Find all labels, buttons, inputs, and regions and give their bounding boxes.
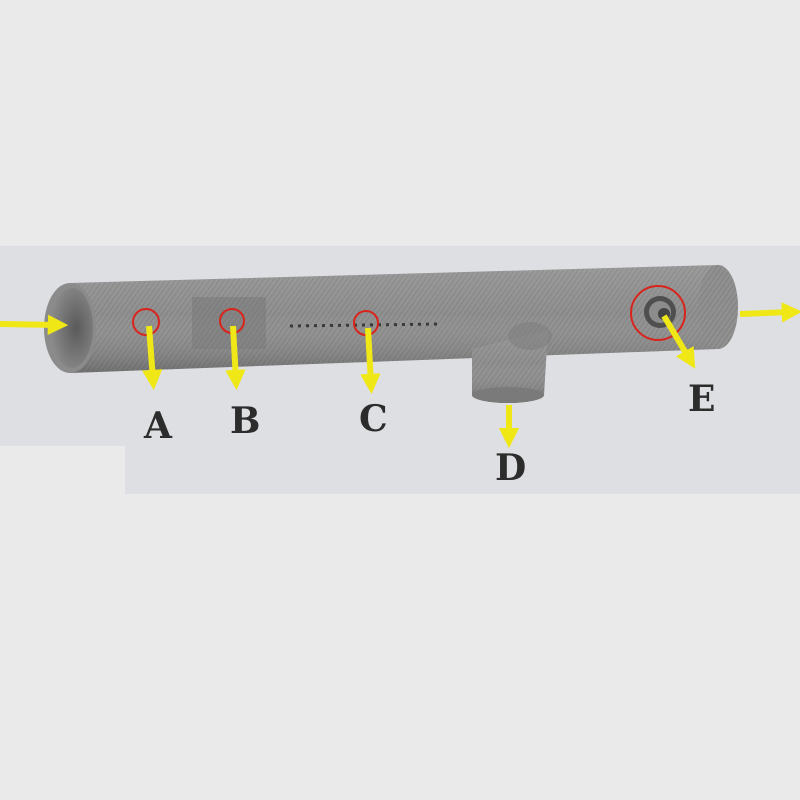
branch-outlet <box>472 322 552 403</box>
label-b: B <box>230 400 260 442</box>
marker-a <box>132 308 160 336</box>
outlet-arrow <box>739 302 800 323</box>
arrow-a <box>142 325 163 391</box>
flow-arrows <box>0 302 800 449</box>
point-labels: A B C D E <box>143 378 715 489</box>
pipe-inlet-mouth <box>44 283 96 373</box>
label-a: A <box>143 405 173 447</box>
arrow-b <box>225 325 246 391</box>
label-e: E <box>688 378 715 420</box>
arrow-e <box>661 314 696 369</box>
marker-e <box>630 285 686 341</box>
perforated-patch <box>192 297 266 349</box>
arrow-c <box>360 327 381 395</box>
label-d: D <box>495 447 526 489</box>
label-c: C <box>359 398 388 440</box>
inlet-arrow <box>0 314 69 336</box>
hole-row <box>289 322 441 328</box>
